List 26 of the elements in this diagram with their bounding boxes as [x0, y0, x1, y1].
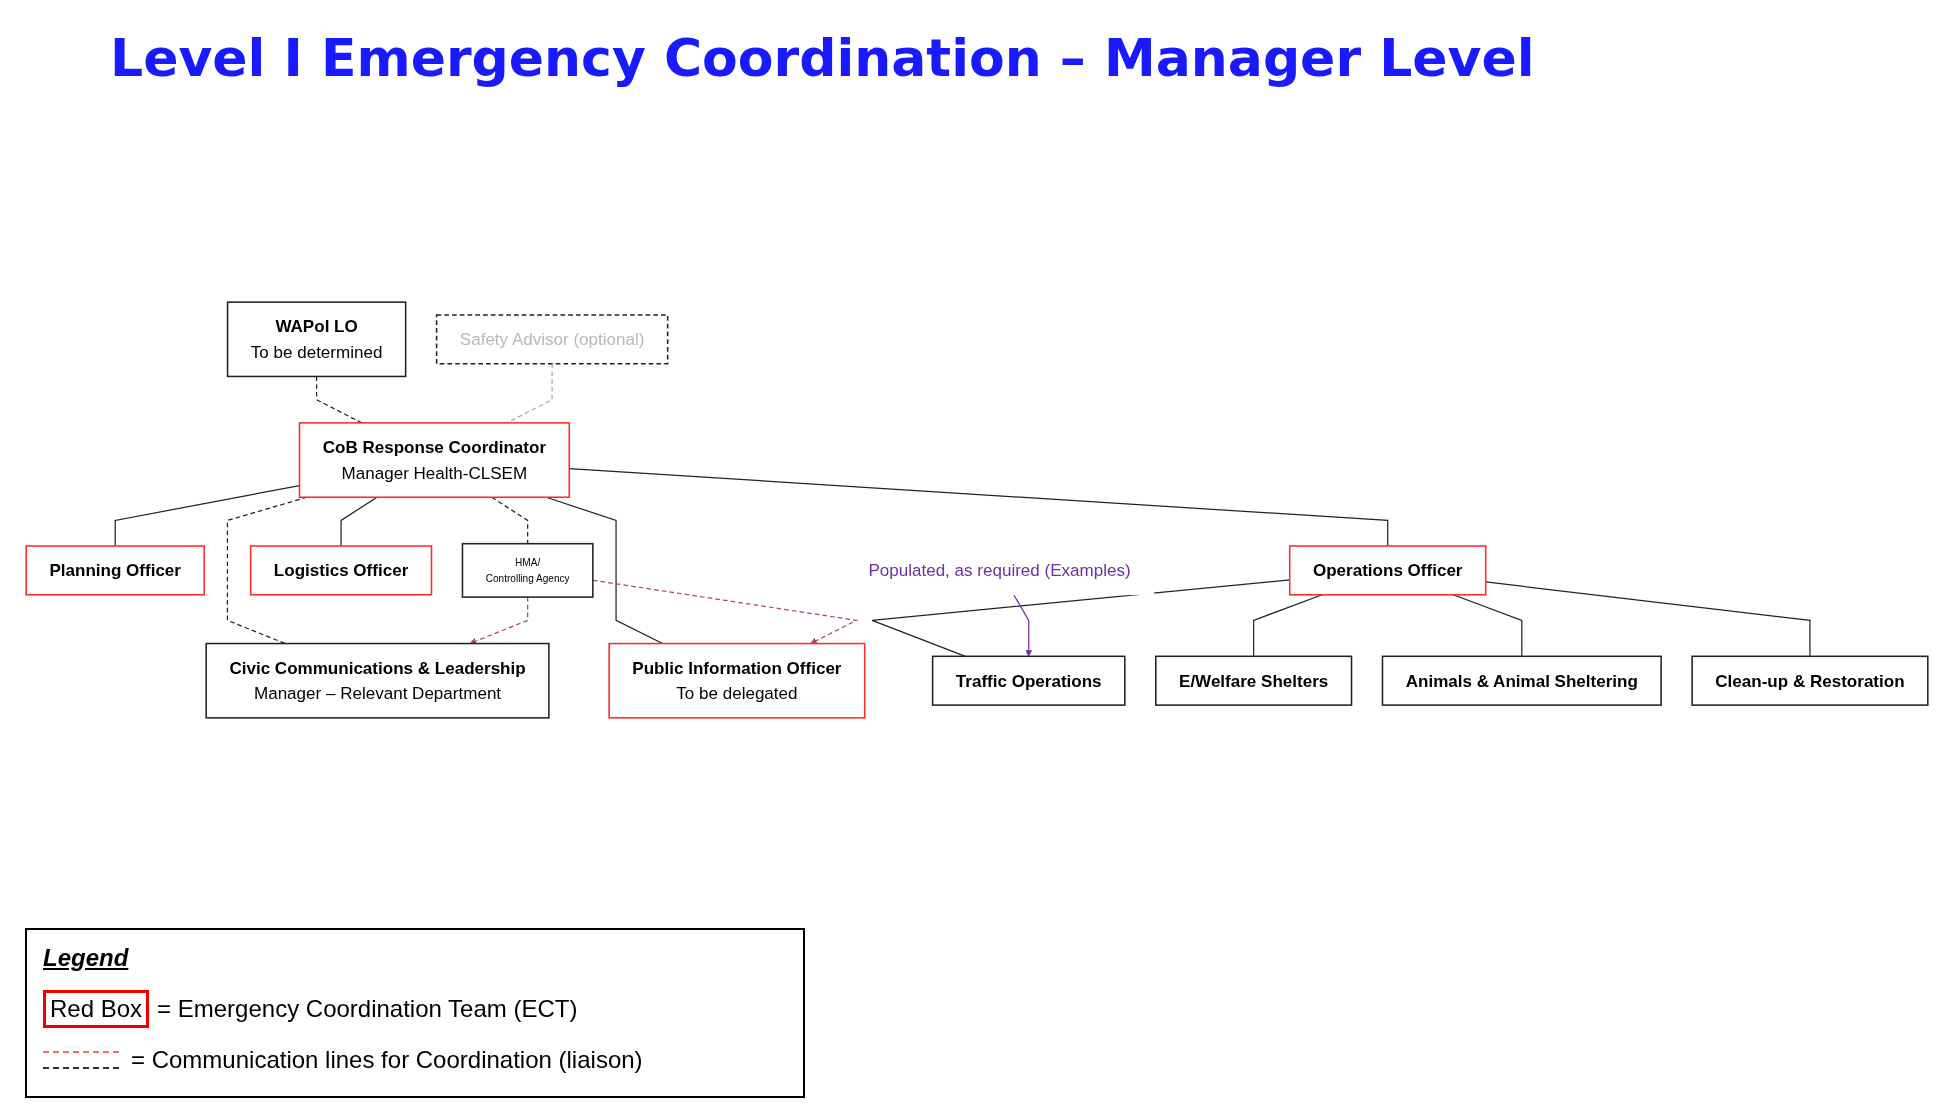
connector — [1485, 581, 1811, 657]
connector — [340, 496, 378, 547]
arrow — [469, 596, 529, 645]
node-box: Safety Advisor (optional) — [435, 314, 669, 365]
legend-key: Red Box — [43, 990, 150, 1028]
arrow — [1013, 594, 1033, 657]
node-box: E/Welfare Shelters — [1155, 655, 1353, 706]
node-box: Civic Communications & Leadership Manager – Relevant Department — [205, 642, 550, 719]
node-box: CoB Response Coordinator Manager Health-CLSEM — [298, 422, 571, 498]
node-box: Planning Officer — [25, 545, 205, 596]
arrow — [592, 579, 859, 644]
node-text: Populated, as required (Examples) — [868, 560, 1131, 581]
node-box: Operations Officer — [1288, 545, 1487, 596]
node-box: Logistics Officer — [249, 545, 433, 596]
node-box: Public Information Officer To be delegated — [608, 642, 866, 719]
legend-text: = Communication lines for Coordination (liaison) — [131, 1046, 643, 1074]
diagram-title: Level I Emergency Coordination – Manager Level — [110, 28, 1535, 88]
node-box: Animals & Animal Sheltering — [1381, 655, 1662, 706]
legend-text: = Emergency Coordination Team (ECT) — [157, 995, 578, 1023]
connector — [315, 375, 363, 424]
node-box: WAPol LO To be determined — [226, 301, 407, 378]
node-box: Clean-up & Restoration — [1691, 655, 1929, 706]
connector — [491, 496, 529, 545]
node-box: Traffic Operations — [931, 655, 1126, 706]
node-box: HMA/ Controlling Agency — [461, 542, 594, 598]
legend-heading: Legend — [43, 944, 130, 972]
